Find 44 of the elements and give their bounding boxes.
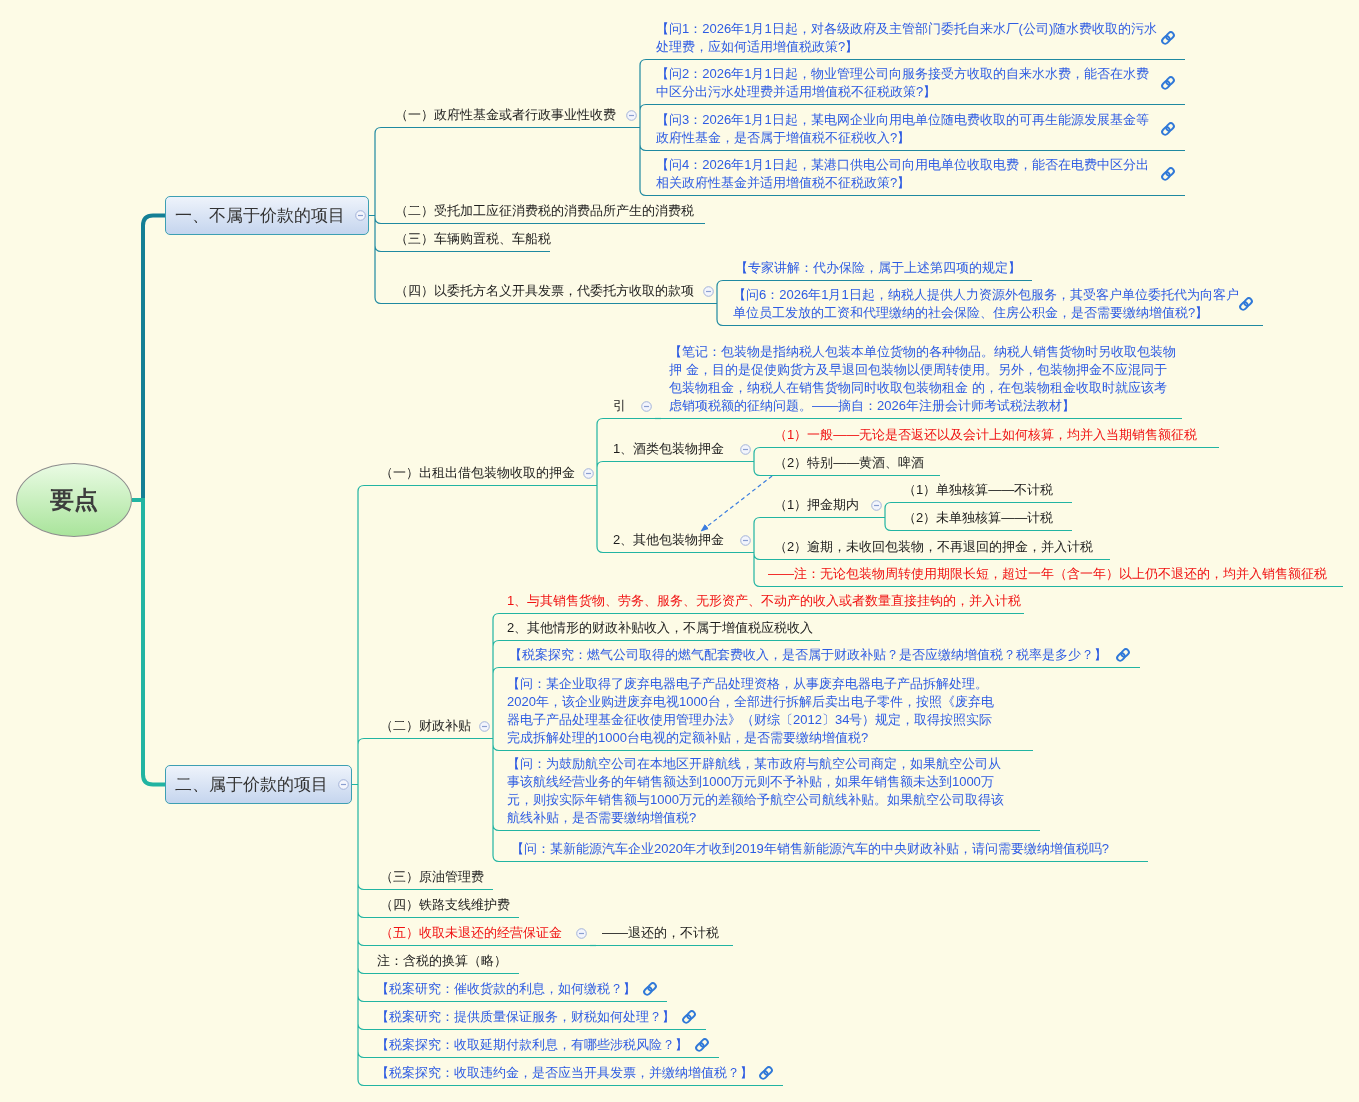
subtopic: 注：含税的换算（略） — [364, 952, 519, 974]
main-topic-box: 一、不属于价款的项目 — [165, 196, 369, 235]
note-topic: 【税案探究：燃气公司取得的燃气配套费收入，是否属于财政补贴？是否应缴纳增值税？税率是多少？】 — [499, 646, 1140, 668]
note-topic: 【税案研究：提供质量保证服务，财税如何处理？】 — [364, 1008, 706, 1030]
connector-line — [639, 58, 647, 197]
note-topic: 【税案探究：收取违约金，是否应当开具发票，并缴纳增值税？】 — [364, 1064, 783, 1086]
central-topic-ellipse: 要点 — [16, 463, 132, 537]
connector-line — [753, 516, 761, 588]
subtopic: ——注：无论包装物周转使用期限长短，超过一年（含一年）以上仍不退还的，均并入销售额征税 — [760, 565, 1343, 587]
connector-line — [492, 612, 500, 863]
subtopic: （1）单独核算——不计税 — [891, 481, 1072, 503]
connector-line — [351, 484, 365, 1087]
dashed-arrow — [700, 475, 773, 532]
note-topic: 【问：某新能源汽车企业2020年才收到2019年销售新能源汽车的中央财政补贴，请问需要缴纳增值税吗? — [499, 840, 1148, 862]
note-topic: 【问3：2026年1月1日起，某电网企业向用电单位随电费收取的可再生能源发展基金等政府性基金，是否属于增值税不征税收入?】 — [646, 111, 1185, 151]
connector-line — [716, 279, 724, 327]
subtopic: 1、与其销售货物、劳务、服务、无形资产、不动产的收入或者数量直接挂钩的，并入计税 — [499, 592, 1024, 614]
note-topic: 【问4：2026年1月1日起，某港口供电公司向用电单位收取电费，能否在电费中区分出相关政府性基金并适用增值税不征税政策?】 — [646, 156, 1185, 196]
note-topic: 【税案探究：收取延期付款利息，有哪些涉税风险？】 — [364, 1036, 719, 1058]
subtopic: （二）受托加工应征消费税的消费品所产生的消费税 — [381, 202, 705, 224]
note-topic: 【问1：2026年1月1日起，对各级政府及主管部门委托自来水厂(公司)随水费收取的污水处理费，应如何适用增值税政策?】 — [646, 20, 1185, 60]
connector-line — [654, 417, 662, 420]
connector-line — [884, 501, 892, 532]
subtopic: （1）一般——无论是否返还以及会计上如何核算，均并入当期销售额征税 — [760, 426, 1219, 448]
note-topic: 【问：为鼓励航空公司在本地区开辟航线，某市政府与航空公司商定，如果航空公司从事该航线经营业务的年销售额达到1000万元则不予补贴，如果年销售额未达到1000万元，则按实际年销售额与1000万元的差额给予航空公司航线补贴。如果航空公司取得该航线补贴，是否需要缴纳增值税? — [499, 755, 1040, 831]
note-topic: 【问6：2026年1月1日起，纳税人提供人力资源外包服务，其受客户单位委托代为向客户单位员工发放的工资和代理缴纳的社会保险、住房公积金，是否需要缴纳增值税?】 — [723, 286, 1263, 326]
note-topic: 【专家讲解：代办保险，属于上述第四项的规定】 — [723, 259, 1032, 281]
subtopic: （三）原油管理费 — [364, 868, 493, 890]
subtopic: （四）铁路支线维护费 — [364, 896, 519, 918]
subtopic: （2）特别——黄酒、啤酒 — [760, 454, 940, 476]
connector-line — [589, 944, 597, 947]
subtopic: ——退还的，不计税 — [596, 924, 733, 946]
subtopic: 2、其他情形的财政补贴收入，不属于增值税应税收入 — [499, 619, 820, 641]
note-topic: 【问：某企业取得了废弃电器电子产品处理资格，从事废弃电器电子产品拆解处理。2020年，该企业购进废弃电视1000台，全部进行拆解后卖出电子零件，按照《废弃电器电子产品处理基金征收使用管理办法》（财综〔2012〕34号）规定，取得按照实际完成拆解处理的1000台电视的定额补贴，是否需要缴纳增值税? — [499, 675, 1033, 751]
note-topic: 【笔记：包装物是指纳税人包装本单位货物的各种物品。纳税人销售货物时另收取包装物押 金，目的是促使购货方及早退回包装物以便周转使用。另外，包装物押金不应混同于包装物租金，纳税人在销售货物同时收取包装物租金 的，在包装物租金收取时就应该考虑销项税额的征纳问题。——摘自：2026年注册会计师考试税法教材】 — [661, 343, 1182, 419]
subtopic: （2）未单独核算——计税 — [891, 509, 1072, 531]
connector-line — [753, 446, 761, 477]
subtopic: （2）逾期，未收回包装物，不再退回的押金，并入计税 — [760, 538, 1110, 560]
main-topic-box: 二、属于价款的项目 — [165, 765, 352, 804]
connector-line — [596, 417, 604, 554]
note-topic: 【问2：2026年1月1日起，物业管理公司向服务接受方收取的自来水水费，能否在水费中区分出污水处理费并适用增值税不征税政策?】 — [646, 65, 1185, 105]
connector-line — [368, 126, 382, 305]
subtopic: （三）车辆购置税、车船税 — [381, 230, 550, 252]
note-topic: 【税案研究：催收货款的利息，如何缴税？】 — [364, 980, 667, 1002]
